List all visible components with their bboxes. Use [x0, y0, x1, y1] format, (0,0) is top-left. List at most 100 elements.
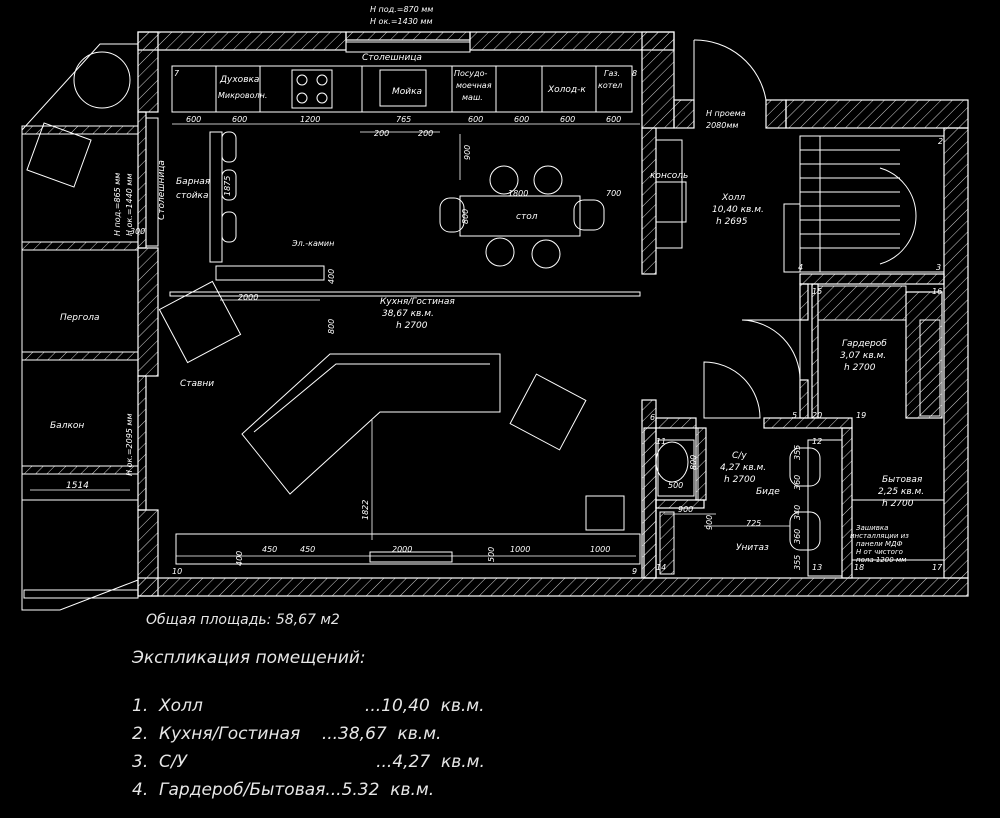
dim-2000-a: 2000	[238, 293, 258, 302]
dim-360-a: 360	[793, 475, 802, 490]
dim-1875: 1875	[223, 176, 232, 196]
dimension-lines	[30, 123, 790, 557]
kitchen-area: 38,67 кв.м.	[382, 309, 434, 319]
marker-8: 8	[632, 69, 637, 78]
marker-10: 10	[172, 567, 182, 576]
kitchen-counter	[171, 41, 633, 113]
bathroom-fixtures	[655, 439, 944, 577]
dim-600-f: 600	[606, 115, 621, 124]
dim-200-a: 200	[374, 129, 389, 138]
door-h-label: H проема	[706, 109, 746, 118]
dim-900-c: 900	[705, 515, 714, 530]
note-line-3: панели МДФ	[856, 540, 903, 548]
kitchen-height: h 2700	[396, 321, 428, 331]
marker-12: 12	[812, 437, 822, 446]
bar-label-1: Барная	[176, 177, 211, 187]
dim-300: 300	[130, 227, 145, 236]
wc-name: С/у	[732, 451, 747, 461]
marker-9: 9	[632, 567, 637, 576]
wardrobe-height: h 2700	[844, 363, 876, 373]
dim-450-b: 450	[300, 545, 315, 554]
dishwasher-label-1: Посудо-	[454, 69, 487, 78]
door-h-value: 2080мм	[706, 121, 738, 130]
shutters-label: Ставни	[180, 379, 214, 389]
dim-500-a: 500	[487, 547, 496, 562]
dim-1000-b: 1000	[590, 545, 610, 554]
console-label: консоль	[650, 171, 688, 181]
living-furniture	[158, 265, 641, 565]
side-h-door: H ок.=2095 мм	[125, 413, 134, 476]
dim-355-b: 355	[793, 555, 802, 570]
wc-area: 4,27 кв.м.	[720, 463, 766, 473]
bidet-label: Биде	[756, 487, 780, 497]
dim-1800: 1800	[508, 189, 528, 198]
microwave-label: Микроволн.	[218, 91, 267, 100]
shelves	[817, 285, 941, 417]
explication-item-2: 2. Кухня/Гостиная ...38,67 кв.м.	[132, 724, 442, 744]
note-line-2: инсталляции из	[850, 532, 909, 540]
text-labels: H под.=870 мм H ок.=1430 мм Столешница Д…	[50, 5, 943, 576]
boiler-label-2: котел	[598, 81, 622, 90]
marker-18: 18	[854, 563, 864, 572]
dim-1000-a: 1000	[510, 545, 530, 554]
utility-area: 2,25 кв.м.	[878, 487, 924, 497]
marker-15: 15	[812, 287, 822, 296]
dim-700: 700	[606, 189, 621, 198]
explication-item-3: 3. С/У ...4,27 кв.м.	[132, 752, 485, 772]
oven-label: Духовка	[219, 75, 259, 85]
side-h-ok: H ок.=1440 мм	[125, 173, 134, 236]
wc-height: h 2700	[724, 475, 756, 485]
explication-heading: Экспликация помещений:	[132, 648, 366, 668]
dim-200-b: 200	[418, 129, 433, 138]
balcony-label: Балкон	[50, 421, 84, 431]
boiler-label-1: Газ.	[604, 69, 620, 78]
marker-2-corner: 2	[938, 137, 943, 146]
marker-19: 19	[856, 411, 866, 420]
wardrobe-name: Гардероб	[842, 339, 887, 349]
explication-item-4: 4. Гардероб/Бытовая...5.32 кв.м.	[132, 780, 435, 800]
dim-800-b: 800	[327, 319, 336, 334]
marker-14: 14	[656, 563, 666, 572]
bar-counter	[145, 117, 237, 263]
countertop-side-label: Столешница	[157, 160, 167, 220]
marker-17: 17	[932, 563, 943, 572]
sink-label: Мойка	[392, 87, 422, 97]
balcony-width: 1514	[66, 481, 89, 491]
balcony	[21, 43, 139, 611]
dim-340: 340	[793, 505, 802, 520]
hall-name: Холл	[721, 193, 745, 203]
marker-16: 16	[932, 287, 942, 296]
dim-1200: 1200	[300, 115, 320, 124]
hall-height: h 2695	[716, 217, 748, 227]
marker-6: 6	[650, 413, 655, 422]
staircase	[783, 135, 945, 273]
doors	[693, 39, 801, 500]
side-h-pod: H под.=865 мм	[113, 173, 122, 236]
marker-20: 20	[812, 411, 822, 420]
header-h-pod: H под.=870 мм	[370, 5, 433, 14]
total-area: Общая площадь: 58,67 м2	[146, 612, 340, 628]
marker-3: 3	[936, 263, 941, 272]
fireplace-label: Эл.-камин	[291, 239, 334, 248]
dim-1822: 1822	[361, 500, 370, 520]
marker-5: 5	[792, 411, 797, 420]
marker-4: 4	[798, 263, 803, 272]
dim-600-a: 600	[186, 115, 201, 124]
dim-900: 900	[463, 145, 472, 160]
dim-600-d: 600	[514, 115, 529, 124]
header-h-ok: H ок.=1430 мм	[370, 17, 433, 26]
marker-7: 7	[174, 69, 180, 78]
countertop-top-label: Столешница	[362, 53, 422, 63]
kitchen-name: Кухня/Гостиная	[380, 297, 455, 307]
dim-765: 765	[396, 115, 411, 124]
dim-900-b: 900	[678, 505, 693, 514]
hall-area: 10,40 кв.м.	[712, 205, 764, 215]
note-line-4: H от чистого	[856, 548, 903, 556]
bar-label-2: стойка	[176, 191, 209, 201]
dim-400-a: 400	[327, 269, 336, 284]
utility-height: h 2700	[882, 499, 914, 509]
dim-400-b: 400	[235, 551, 244, 566]
dim-2000-b: 2000	[392, 545, 412, 554]
dim-800-a: 800	[461, 209, 470, 224]
